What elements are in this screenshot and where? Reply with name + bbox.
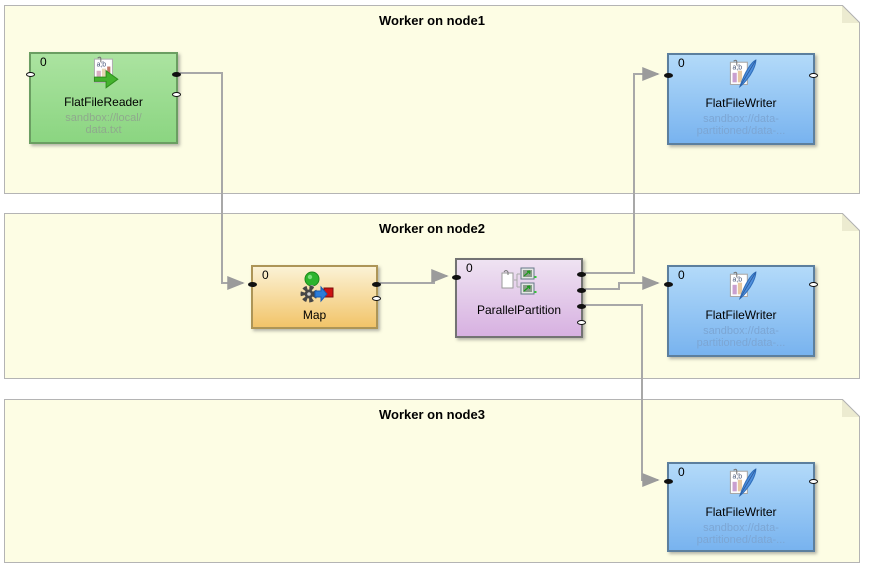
edge-parallelpartition-writer2[interactable]	[585, 276, 660, 290]
flat-file-writer-icon: a;b	[729, 271, 757, 301]
output-port[interactable]	[372, 296, 381, 301]
container-title: Worker on node2	[379, 221, 485, 236]
component-sublabel: sandbox://data- partitioned/data-...	[696, 522, 786, 546]
container-title: Worker on node1	[379, 13, 485, 28]
port-index-badge: 0	[678, 56, 685, 70]
input-port[interactable]	[452, 275, 461, 280]
component-sublabel: sandbox://local/ data.txt	[65, 112, 142, 136]
folded-corner-icon	[842, 5, 860, 23]
input-port[interactable]	[248, 282, 257, 287]
output-port[interactable]	[172, 72, 181, 77]
flat-file-writer-icon: a;b	[729, 468, 757, 498]
component-label: FlatFileReader	[64, 95, 143, 109]
map-icon	[300, 271, 333, 303]
component-label: Map	[302, 308, 327, 322]
folded-corner-icon	[842, 213, 860, 231]
output-port[interactable]	[809, 282, 818, 287]
component-parallelpartition[interactable]: 0 ParallelPartition	[452, 258, 586, 338]
component-flatfilewriter-node2[interactable]: 0 a;b FlatFileWriter sandbox://data- par…	[664, 265, 818, 357]
output-port[interactable]	[577, 320, 586, 325]
output-port[interactable]	[809, 73, 818, 78]
container-title: Worker on node3	[379, 407, 485, 422]
folded-corner-icon	[842, 399, 860, 417]
output-port[interactable]	[372, 282, 381, 287]
input-port[interactable]	[664, 282, 673, 287]
input-port[interactable]	[26, 72, 35, 77]
output-port[interactable]	[172, 92, 181, 97]
component-flatfilewriter-node3[interactable]: 0 a;b FlatFileWriter sandbox://data- par…	[664, 462, 818, 552]
input-port[interactable]	[664, 479, 673, 484]
component-map[interactable]: 0 Map	[248, 265, 381, 329]
edge-parallelpartition-writer3[interactable]	[585, 304, 660, 487]
flat-file-writer-icon: a;b	[729, 59, 757, 89]
component-sublabel: sandbox://data- partitioned/data-...	[696, 113, 786, 137]
port-index-badge: 0	[40, 55, 47, 69]
component-flatfilereader[interactable]: 0 a;b FlatFileReader sandbox://local/ da…	[26, 52, 181, 144]
component-label: FlatFileWriter	[705, 505, 777, 519]
port-index-badge: 0	[678, 268, 685, 282]
port-index-badge: 0	[466, 261, 473, 275]
output-port[interactable]	[577, 304, 586, 309]
port-index-badge: 0	[678, 465, 685, 479]
output-port[interactable]	[577, 288, 586, 293]
component-sublabel: sandbox://data- partitioned/data-...	[696, 325, 786, 349]
parallel-partition-icon	[501, 267, 537, 295]
component-label: FlatFileWriter	[705, 96, 777, 110]
edge-parallelpartition-writer1[interactable]	[585, 67, 660, 274]
component-flatfilewriter-node1[interactable]: 0 a;b FlatFileWriter sandbox://data- par…	[664, 53, 818, 145]
svg-text:a;b: a;b	[96, 62, 106, 69]
output-port[interactable]	[577, 272, 586, 277]
svg-text:a;b: a;b	[733, 277, 743, 284]
edge-reader-map[interactable]	[180, 72, 245, 290]
flat-file-reader-icon: a;b	[93, 56, 119, 89]
component-label: FlatFileWriter	[705, 308, 777, 322]
svg-text:a;b: a;b	[733, 65, 743, 72]
port-index-badge: 0	[262, 268, 269, 282]
svg-text:a;b: a;b	[733, 474, 743, 481]
edge-map-parallelpartition[interactable]	[380, 269, 449, 284]
input-port[interactable]	[664, 73, 673, 78]
component-label: ParallelPartition	[476, 303, 562, 317]
output-port[interactable]	[809, 479, 818, 484]
